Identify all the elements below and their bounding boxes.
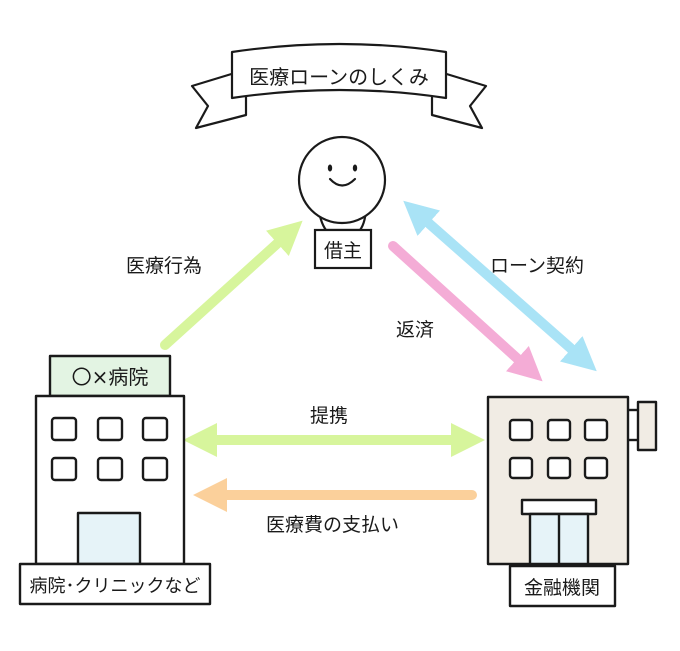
bank-side-sign	[636, 400, 658, 452]
hospital-sign: 〇×病院	[72, 365, 149, 389]
diagram-title: 医療ローンのしくみ	[249, 65, 429, 89]
borrower-eye-right	[352, 164, 358, 172]
bank-label: 金融機関	[524, 577, 600, 599]
loan-contract-arrow	[403, 200, 597, 372]
hospital-label-box	[18, 562, 212, 606]
bank-awning	[520, 498, 598, 516]
payment-label: 医療費の支払い	[266, 514, 399, 536]
title-ribbon	[190, 42, 488, 130]
medical-care-label: 医療行為	[126, 255, 202, 277]
loan-contract-label: ローン契約	[490, 255, 584, 277]
borrower-figure	[297, 135, 387, 270]
hospital-door	[76, 511, 142, 566]
ribbon-body	[230, 42, 448, 100]
medical-care-arrow	[160, 220, 303, 350]
repayment-label: 返済	[396, 319, 434, 341]
borrower-label-box	[313, 228, 373, 270]
bank-building	[486, 395, 658, 608]
borrower-head	[297, 135, 387, 225]
borrower-eye-left	[327, 164, 333, 172]
bank-label-box	[508, 564, 617, 608]
hospital-label: 病院･クリニックなど	[30, 576, 201, 597]
partnership-label: 提携	[310, 405, 348, 427]
repayment-arrow	[388, 241, 543, 382]
hospital-building	[18, 354, 212, 606]
borrower-label: 借主	[324, 240, 362, 262]
borrower-smile	[328, 177, 357, 187]
